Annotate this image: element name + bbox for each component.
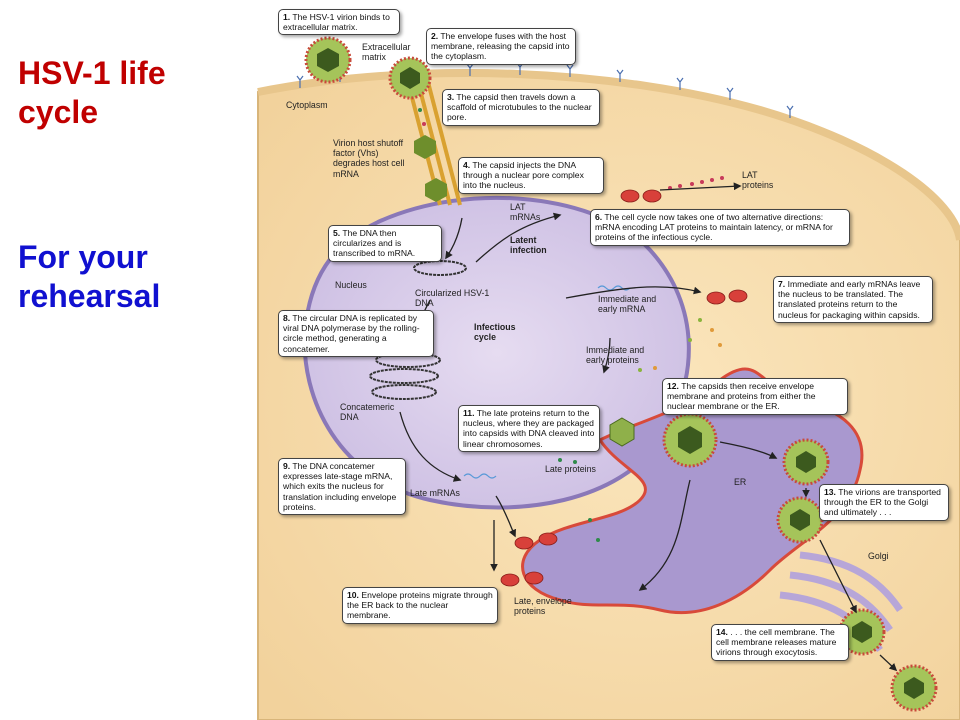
- label-late-proteins: Late proteins: [545, 464, 596, 474]
- step-text: The DNA concatemer expresses late-stage …: [283, 461, 397, 512]
- step-number: 13.: [824, 487, 836, 497]
- circularized-dna: [413, 260, 467, 276]
- step-11-callout: 11. The late proteins return to the nucl…: [458, 405, 600, 452]
- step-12-callout: 12. The capsids then receive envelope me…: [662, 378, 848, 415]
- step-number: 12.: [667, 381, 679, 391]
- label-circularized-dna: Circularized HSV-1 DNA: [415, 288, 490, 309]
- step-9-callout: 9. The DNA concatemer expresses late-sta…: [278, 458, 406, 516]
- step-text: . . . the cell membrane. The cell membra…: [716, 627, 837, 658]
- label-vhs: Virion host shutoff factor (Vhs) degrade…: [333, 138, 405, 179]
- step-text: The circular DNA is replicated by viral …: [283, 313, 420, 354]
- capsid-step-11: [609, 417, 635, 447]
- step-number: 9.: [283, 461, 291, 471]
- step-number: 14.: [716, 627, 728, 637]
- label-infectious-cycle: Infectious cycle: [474, 322, 516, 343]
- label-lat-proteins: LAT proteins: [742, 170, 774, 191]
- step-2-callout: 2. The envelope fuses with the host memb…: [426, 28, 576, 65]
- golgi-stack: [799, 551, 903, 612]
- label-extracellular-matrix: Extracellular matrix: [362, 42, 411, 63]
- step-1-callout: 1. The HSV-1 virion binds to extracellul…: [278, 9, 400, 36]
- step-7-callout: 7. Immediate and early mRNAs leave the n…: [773, 276, 933, 323]
- label-late-envelope-proteins: Late, envelope proteins: [514, 596, 572, 617]
- step-text: Envelope proteins migrate through the ER…: [347, 590, 493, 621]
- label-cytoplasm: Cytoplasm: [286, 100, 328, 110]
- membrane-receptors: [296, 62, 794, 118]
- label-golgi: Golgi: [868, 551, 889, 561]
- virion-step-13b: [776, 496, 824, 544]
- label-er: ER: [734, 477, 747, 487]
- step-text: The capsid then travels down a scaffold …: [447, 92, 592, 123]
- step-number: 7.: [778, 279, 786, 289]
- virion-step-13a: [782, 438, 830, 486]
- step-text: The virions are transported through the …: [824, 487, 941, 518]
- step-5-callout: 5. The DNA then circularizes and is tran…: [328, 225, 442, 262]
- step-text: Immediate and early mRNAs leave the nucl…: [778, 279, 921, 320]
- step-4-callout: 4. The capsid injects the DNA through a …: [458, 157, 604, 194]
- protein-dots: [418, 108, 724, 542]
- step-text: The late proteins return to the nucleus,…: [463, 408, 595, 449]
- label-latent-infection: Latent infection: [510, 235, 547, 256]
- step-text: The cell cycle now takes one of two alte…: [595, 212, 833, 243]
- slide-title: HSV-1 life cycle: [18, 55, 166, 130]
- step-text: The HSV-1 virion binds to extracellular …: [283, 12, 390, 33]
- label-late-mrnas: Late mRNAs: [410, 488, 460, 498]
- virion-step-1: [304, 36, 352, 84]
- label-nucleus: Nucleus: [335, 280, 367, 290]
- label-immediate-early-mrna: Immediate and early mRNA: [598, 294, 657, 315]
- virion-step-14b: [890, 664, 938, 712]
- step-number: 8.: [283, 313, 291, 323]
- step-text: The capsid injects the DNA through a nuc…: [463, 160, 584, 191]
- capsid-transport: [414, 135, 447, 202]
- step-number: 1.: [283, 12, 291, 22]
- step-text: The envelope fuses with the host membran…: [431, 31, 570, 62]
- step-number: 5.: [333, 228, 341, 238]
- step-text: The capsids then receive envelope membra…: [667, 381, 816, 412]
- step-number: 6.: [595, 212, 603, 222]
- ribosomes: [500, 189, 748, 587]
- label-immediate-early-proteins: Immediate and early proteins: [586, 345, 645, 366]
- step-number: 4.: [463, 160, 471, 170]
- step-6-callout: 6. The cell cycle now takes one of two a…: [590, 209, 850, 246]
- step-3-callout: 3. The capsid then travels down a scaffo…: [442, 89, 600, 126]
- step-13-callout: 13. The virions are transported through …: [819, 484, 949, 521]
- endoplasmic-reticulum: [521, 367, 864, 615]
- label-concatemeric-dna: Concatemeric DNA: [340, 402, 395, 423]
- step-10-callout: 10. Envelope proteins migrate through th…: [342, 587, 498, 624]
- virion-step-12: [662, 412, 718, 468]
- step-text: The DNA then circularizes and is transcr…: [333, 228, 416, 259]
- step-14-callout: 14. . . . the cell membrane. The cell me…: [711, 624, 849, 661]
- virion-step-2: [388, 56, 432, 100]
- step-number: 10.: [347, 590, 359, 600]
- step-number: 2.: [431, 31, 439, 41]
- step-number: 11.: [463, 408, 475, 418]
- label-lat-mrnas: LAT mRNAs: [510, 202, 541, 223]
- step-8-callout: 8. The circular DNA is replicated by vir…: [278, 310, 434, 357]
- slide-subtitle: For your rehearsal: [18, 239, 161, 314]
- step-number: 3.: [447, 92, 455, 102]
